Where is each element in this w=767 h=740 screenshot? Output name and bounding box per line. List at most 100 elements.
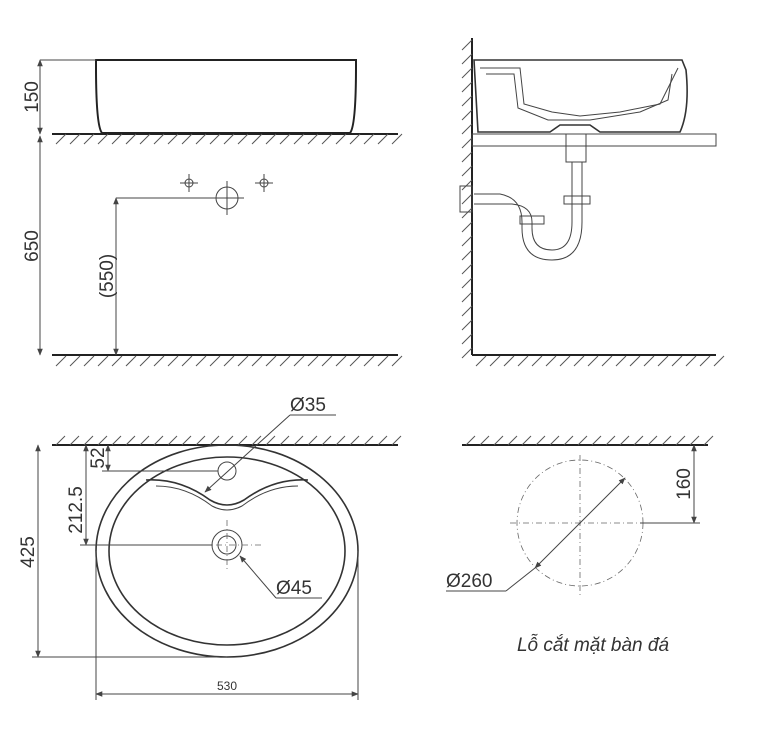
hatch-line xyxy=(461,333,473,345)
dim-center-offset: 160 xyxy=(674,468,695,500)
hatch-line xyxy=(55,435,66,446)
hatch-line xyxy=(605,435,616,446)
hatch-line xyxy=(223,435,234,446)
basin-deck xyxy=(145,479,309,506)
hatch-line xyxy=(349,435,360,446)
hatch-line xyxy=(307,133,319,145)
hatch-line xyxy=(391,435,402,446)
hatch-line xyxy=(237,435,248,446)
hatch-line xyxy=(265,355,277,367)
hatch-line xyxy=(125,435,136,446)
hatch-line xyxy=(629,355,641,367)
hatch-line xyxy=(633,435,644,446)
hatch-line xyxy=(461,277,473,289)
hatch-line xyxy=(307,355,319,367)
hatch-line xyxy=(279,435,290,446)
hatch-line xyxy=(703,435,714,446)
hatch-line xyxy=(335,355,347,367)
hatch-line xyxy=(461,137,473,149)
hatch-line xyxy=(125,355,137,367)
hatch-line xyxy=(391,133,403,145)
hatch-line xyxy=(601,355,613,367)
top-view: Ø35 52 212.5 425 Ø45 530 xyxy=(18,395,402,700)
hatch-line xyxy=(535,435,546,446)
hatch-line xyxy=(251,435,262,446)
hatch-line xyxy=(461,249,473,261)
hatch-line xyxy=(69,435,80,446)
hatch-line xyxy=(195,435,206,446)
hatch-line xyxy=(209,355,221,367)
hatch-line xyxy=(461,207,473,219)
hatch-line xyxy=(321,435,332,446)
hatch-line xyxy=(507,435,518,446)
dim-diameter: Ø260 xyxy=(446,571,492,592)
hatch-line xyxy=(111,355,123,367)
hatch-line xyxy=(461,179,473,191)
hatch-line xyxy=(587,355,599,367)
dim-edge-offset: 52 xyxy=(88,447,109,468)
hatch-line xyxy=(531,355,543,367)
hatch-line xyxy=(503,355,515,367)
hatch-line xyxy=(377,133,389,145)
dim-drain-height: (550) xyxy=(97,254,118,298)
hatch-line xyxy=(293,133,305,145)
hatch-line xyxy=(209,133,221,145)
hatch-line xyxy=(97,355,109,367)
hatch-line xyxy=(699,355,711,367)
hatch-line xyxy=(265,435,276,446)
hatch-line xyxy=(335,133,347,145)
hatch-line xyxy=(181,355,193,367)
dim-drain-hole: Ø45 xyxy=(276,578,312,599)
hatch-line xyxy=(293,435,304,446)
hatch-line xyxy=(83,133,95,145)
floor-hatch xyxy=(55,355,403,367)
hatch-line xyxy=(223,355,235,367)
hatch-line xyxy=(349,133,361,145)
hatch-line xyxy=(619,435,630,446)
hatch-line xyxy=(69,133,81,145)
hatch-line xyxy=(461,291,473,303)
hatch-line xyxy=(377,435,388,446)
hatch-line xyxy=(661,435,672,446)
hatch-line xyxy=(265,133,277,145)
hatch-line xyxy=(139,435,150,446)
hatch-line xyxy=(489,355,501,367)
hatch-line xyxy=(461,305,473,317)
hatch-line xyxy=(55,355,67,367)
hatch-line xyxy=(685,355,697,367)
hatch-line xyxy=(461,193,473,205)
hatch-line xyxy=(153,355,165,367)
hatch-line xyxy=(237,133,249,145)
hatch-line xyxy=(671,355,683,367)
hatch-line xyxy=(713,355,725,367)
hatch-line xyxy=(251,133,263,145)
hatch-line xyxy=(545,355,557,367)
hatch-line xyxy=(69,355,81,367)
hatch-line xyxy=(615,355,627,367)
cutout-view: 160 Ø260 Lỗ cắt mặt bàn đá xyxy=(446,435,714,656)
hatch-line xyxy=(223,133,235,145)
hatch-line xyxy=(125,133,137,145)
hatch-line xyxy=(153,435,164,446)
hatch-line xyxy=(111,435,122,446)
hatch-line xyxy=(111,133,123,145)
hatch-line xyxy=(461,67,473,79)
hatch-line xyxy=(83,435,94,446)
hatch-line xyxy=(461,95,473,107)
hatch-line xyxy=(321,355,333,367)
hatch-line xyxy=(643,355,655,367)
hatch-line xyxy=(461,263,473,275)
hatch-line xyxy=(657,355,669,367)
hatch-line xyxy=(335,435,346,446)
hatch-line xyxy=(97,435,108,446)
hatch-line xyxy=(563,435,574,446)
dim-height-top: 150 xyxy=(22,81,43,113)
hatch-line xyxy=(391,355,403,367)
hatch-line xyxy=(461,53,473,65)
dim-depth: 425 xyxy=(18,536,39,568)
hatch-line xyxy=(461,221,473,233)
hatch-line xyxy=(195,133,207,145)
hatch-line xyxy=(465,435,476,446)
front-holes xyxy=(180,174,273,215)
hatch-line xyxy=(97,133,109,145)
